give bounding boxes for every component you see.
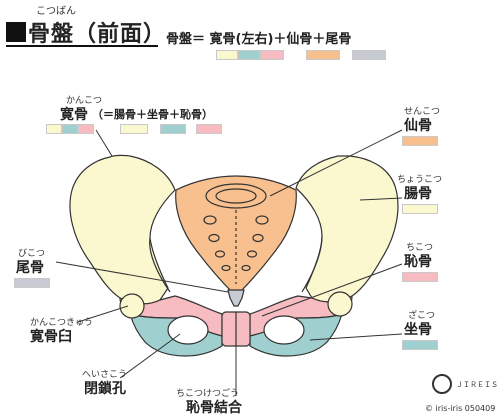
title-bullet-icon — [6, 22, 26, 42]
bikotsu-swatch — [14, 278, 50, 288]
heisakou-ruby: へいさこう — [82, 370, 128, 380]
swatch-coccyx — [352, 50, 386, 60]
zakotsu-label: 坐骨 — [404, 322, 432, 338]
kankotsukyuu-label: 寛骨臼 — [30, 329, 72, 345]
left-obturator-foramen — [167, 315, 209, 345]
leader-lines — [55, 129, 403, 396]
right-obturator-foramen — [263, 315, 305, 345]
kankotsu-swatch-pubis-2 — [196, 124, 222, 134]
zakotsu-ruby: ざこつ — [408, 311, 436, 321]
kankotsu-swatch-ilium-2 — [120, 124, 148, 134]
swatch-ilium — [216, 50, 238, 60]
zakotsu-swatch — [402, 340, 438, 350]
kankotsu-detail: （＝腸骨＋坐骨＋恥骨） — [92, 108, 213, 121]
left-acetabulum — [119, 293, 145, 319]
left-ilium — [69, 154, 176, 305]
formula-text: 骨盤＝ 寛骨(左右)＋仙骨＋尾骨 — [166, 32, 352, 47]
kankotsu-swatch-ischium — [62, 124, 78, 134]
senkotsu-swatch — [402, 136, 438, 146]
coccyx — [227, 289, 245, 307]
swatch-pubis — [260, 50, 284, 60]
senkotsu-label: 仙骨 — [404, 118, 432, 134]
kankotsu-swatch-pubis — [78, 124, 94, 134]
kankotsu-ruby: かんこつ — [66, 96, 103, 106]
swatch-sacrum — [306, 50, 340, 60]
bikotsu-label: 尾骨 — [16, 260, 44, 276]
chikotsu-ruby: ちこつ — [406, 243, 434, 253]
right-ilium — [295, 155, 399, 303]
heisakou-label: 閉鎖孔 — [84, 381, 126, 397]
bikotsu-ruby: びこつ — [18, 249, 46, 259]
choukotsu-ruby: ちょうこつ — [397, 175, 443, 185]
kankotsu-swatch-ischium-2 — [160, 124, 186, 134]
chikotsu-swatch — [402, 272, 438, 282]
page-title: 骨盤（前面） — [28, 22, 167, 47]
credit-logo-icon — [432, 374, 452, 394]
title-ruby: こつばん — [36, 6, 76, 17]
right-acetabulum — [327, 291, 353, 317]
title-underline — [6, 45, 158, 47]
credit-logo-text: ＪＩＲＥＩＳ — [456, 381, 498, 389]
senkotsu-ruby: せんこつ — [404, 107, 441, 117]
choukotsu-swatch — [402, 204, 438, 214]
swatch-ischium — [238, 50, 260, 60]
credit-text: © iris-iris 050409 — [425, 404, 496, 413]
choukotsu-label: 腸骨 — [404, 186, 432, 202]
kankotsu-label: 寛骨 — [60, 107, 88, 123]
chikotsu-label: 恥骨 — [404, 254, 432, 270]
chikotsuketsugou-label: 恥骨結合 — [186, 400, 242, 416]
kankotsukyuu-ruby: かんこつきゅう — [30, 318, 94, 328]
chikotsuketsugou-ruby: ちこつけつごう — [176, 389, 240, 399]
kankotsu-swatch-ilium — [46, 124, 62, 134]
